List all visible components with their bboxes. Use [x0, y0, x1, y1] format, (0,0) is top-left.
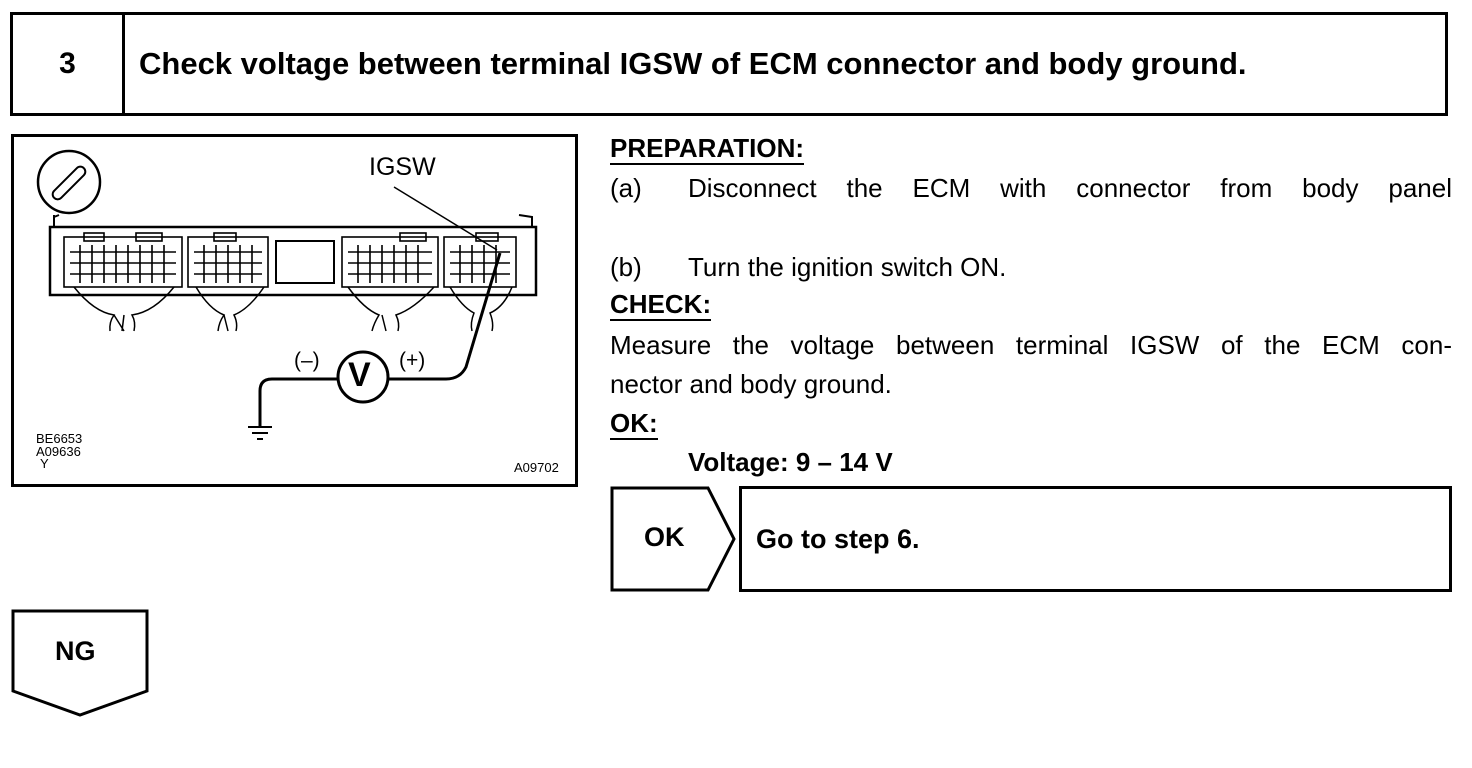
figure-id: A09702 [514, 460, 559, 475]
check-heading: CHECK: [610, 289, 712, 321]
figure-code-3: Y [40, 456, 49, 471]
ok-heading: OK: [610, 408, 658, 440]
ok-result-text: Go to step 6. [756, 523, 920, 554]
ng-result-label: NG [55, 636, 96, 666]
connector-3 [341, 232, 439, 288]
ok-result-box: Go to step 6. [739, 486, 1452, 592]
minus-probe-label: (–) [294, 349, 320, 372]
figure-code-2: A09636 [36, 444, 81, 459]
ignition-key-icon [36, 149, 102, 215]
prep-item-b-marker: (b) [610, 252, 642, 282]
voltmeter-label: V [348, 356, 371, 394]
step-header: 3 Check voltage between terminal IGSW of… [10, 12, 1448, 116]
ok-voltage-spec: Voltage: 9 – 14 V [688, 447, 893, 477]
preparation-heading: PREPARATION: [610, 133, 805, 165]
ok-result-label: OK [644, 522, 685, 552]
prep-item-b-text: Turn the ignition switch ON. [688, 252, 1007, 282]
connector-1 [63, 232, 183, 288]
check-line-2: nector and body ground. [610, 369, 892, 399]
igsw-terminal-label: IGSW [369, 153, 436, 181]
ok-arrow-tab [610, 486, 736, 592]
step-title: Check voltage between terminal IGSW of E… [139, 46, 1247, 81]
connector-4 [443, 232, 517, 288]
ecm-connector-diagram [36, 149, 538, 440]
check-line-1: Measure the voltage between terminal IGS… [610, 330, 1452, 360]
prep-item-a-marker: (a) [610, 173, 642, 203]
figure-code-1: BE6653 [36, 431, 83, 446]
connector-2 [187, 232, 269, 288]
ground-icon [248, 426, 272, 440]
plus-probe-label: (+) [399, 349, 426, 372]
prep-item-a-text: Disconnect the ECM with connector from b… [688, 173, 1452, 203]
voltmeter-icon [336, 350, 390, 404]
step-number: 3 [13, 15, 125, 113]
ecm-connector-figure: IGSW (–) (+) V BE6653 A09636 Y A09702 [11, 134, 578, 487]
ng-arrow-tab [11, 609, 149, 717]
